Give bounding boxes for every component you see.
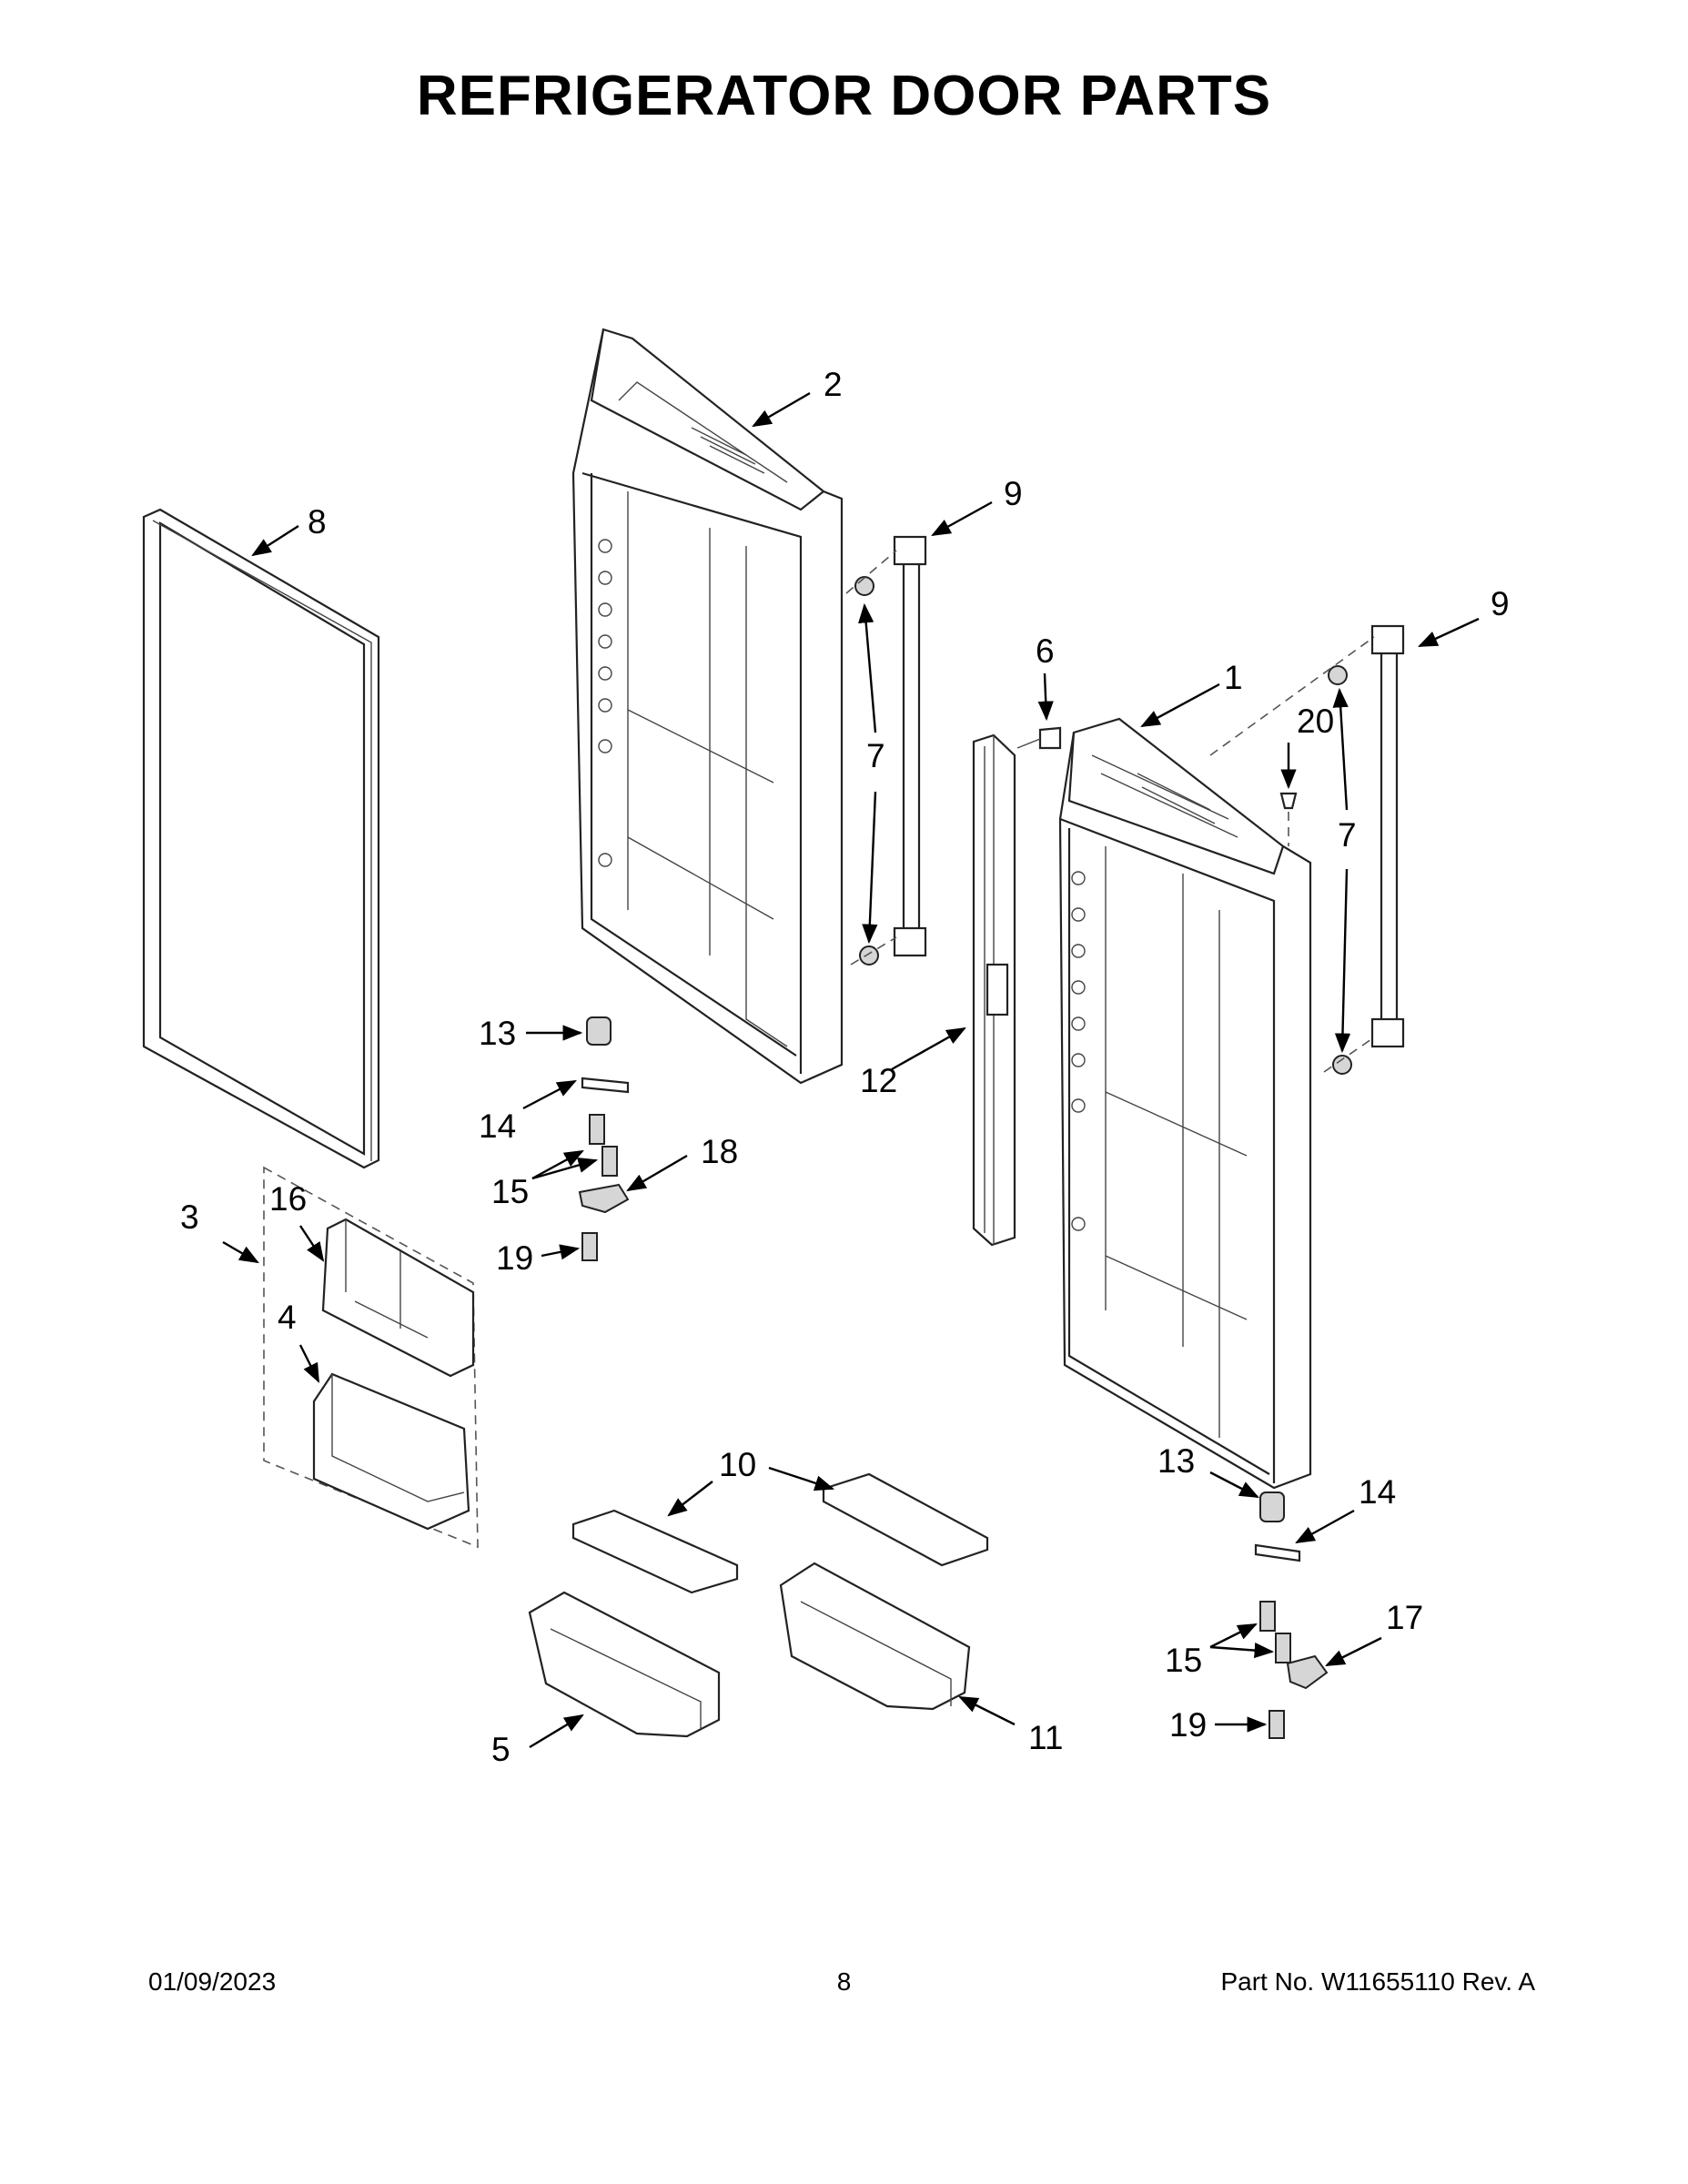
screw-part [1016,726,1062,750]
callout-9-right: 9 [1491,585,1510,622]
left-hinge-hardware [578,1016,630,1261]
callout-8: 8 [308,503,327,541]
callout-7-right: 7 [1338,816,1357,854]
callout-17: 17 [1386,1599,1423,1636]
callout-4: 4 [278,1299,297,1336]
callout-labels: 1 2 3 4 5 6 7 7 8 9 9 10 11 12 13 13 14 … [180,366,1510,1768]
callout-3: 3 [180,1198,199,1236]
callout-5: 5 [491,1731,510,1768]
page-title: REFRIGERATOR DOOR PARTS [416,65,1272,127]
right-handle-part [1370,624,1405,1048]
callout-14-left: 14 [479,1107,516,1145]
callout-19-right: 19 [1169,1706,1207,1744]
footer-date: 01/09/2023 [148,1967,277,1996]
callout-15-left: 15 [491,1173,529,1210]
callout-20: 20 [1297,703,1334,740]
callout-7-left: 7 [866,737,885,774]
callout-1: 1 [1224,659,1243,696]
callout-13-left: 13 [479,1015,516,1052]
callout-2: 2 [824,366,843,403]
left-door-part [571,328,844,1085]
hinge-plug-part [1279,792,1298,846]
callout-15-right: 15 [1165,1642,1202,1679]
callout-16: 16 [269,1180,307,1218]
footer-part-number: Part No. W11655110 Rev. A [1220,1967,1535,1996]
footer-page-number: 8 [836,1967,852,1996]
handle-studs-part [845,550,1375,1075]
dairy-bin-assembly-part [263,1166,479,1549]
right-hinge-hardware [1254,1491,1329,1739]
bin-cover-right-part [822,1472,989,1567]
bin-cover-left-part [571,1509,739,1594]
callout-9-left: 9 [1004,475,1023,512]
leader-lines [222,391,1480,1749]
door-bin-left-part [528,1591,721,1738]
door-bin-right-part [779,1562,971,1711]
callout-11: 11 [1028,1719,1063,1756]
callout-6: 6 [1036,632,1055,670]
center-mullion-part [972,733,1016,1247]
left-handle-part [893,535,927,957]
callout-13-right: 13 [1157,1442,1195,1480]
callout-12: 12 [860,1062,897,1099]
callout-19-left: 19 [496,1239,533,1277]
callout-14-right: 14 [1359,1473,1396,1511]
callout-18: 18 [701,1133,738,1170]
door-gasket-part [142,508,380,1169]
right-door-part [1058,717,1312,1490]
callout-10: 10 [719,1446,756,1483]
